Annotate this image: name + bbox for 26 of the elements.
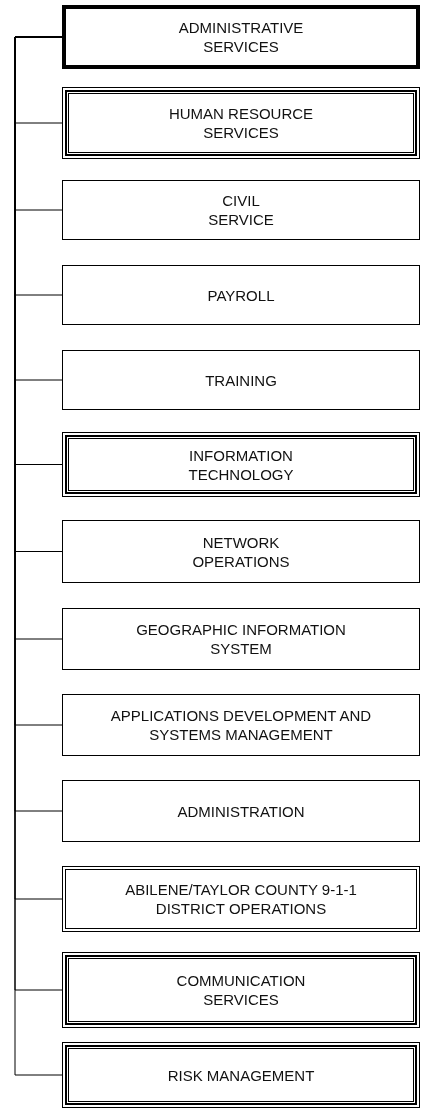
unit-name: INFORMATION TECHNOLOGY bbox=[187, 445, 295, 484]
unit-name: GEOGRAPHIC INFORMATION SYSTEM bbox=[135, 620, 347, 658]
org-unit-box bbox=[62, 780, 420, 842]
org-unit-box bbox=[62, 952, 420, 1028]
unit-name: NETWORK OPERATIONS bbox=[191, 532, 291, 571]
org-unit-box bbox=[62, 1042, 420, 1108]
unit-name: TRAINING bbox=[205, 370, 277, 390]
org-unit-box bbox=[62, 265, 420, 325]
org-unit-box bbox=[62, 350, 420, 410]
org-unit-box bbox=[62, 432, 420, 497]
org-unit-box bbox=[62, 694, 420, 756]
org-unit-box bbox=[62, 87, 420, 159]
unit-name: PAYROLL bbox=[207, 285, 275, 305]
org-unit-box bbox=[62, 180, 420, 240]
unit-name: CIVIL SERVICE bbox=[207, 191, 275, 229]
unit-name: APPLICATIONS DEVELOPMENT AND SYSTEMS MANAGEMENT bbox=[109, 706, 373, 744]
org-unit-box bbox=[62, 608, 420, 670]
org-unit-box bbox=[62, 520, 420, 583]
unit-name: RISK MANAGEMENT bbox=[167, 1065, 315, 1085]
org-unit-box bbox=[62, 5, 420, 69]
unit-name: HUMAN RESOURCE SERVICES bbox=[167, 104, 315, 142]
unit-name: COMMUNICATION SERVICES bbox=[175, 971, 307, 1009]
unit-name: ADMINISTRATION bbox=[177, 801, 305, 821]
unit-name: ADMINISTRATIVE SERVICES bbox=[177, 18, 305, 56]
unit-name: ABILENE/TAYLOR COUNTY 9-1-1 DISTRICT OPERATIONS bbox=[124, 880, 358, 918]
org-unit-box bbox=[62, 866, 420, 932]
